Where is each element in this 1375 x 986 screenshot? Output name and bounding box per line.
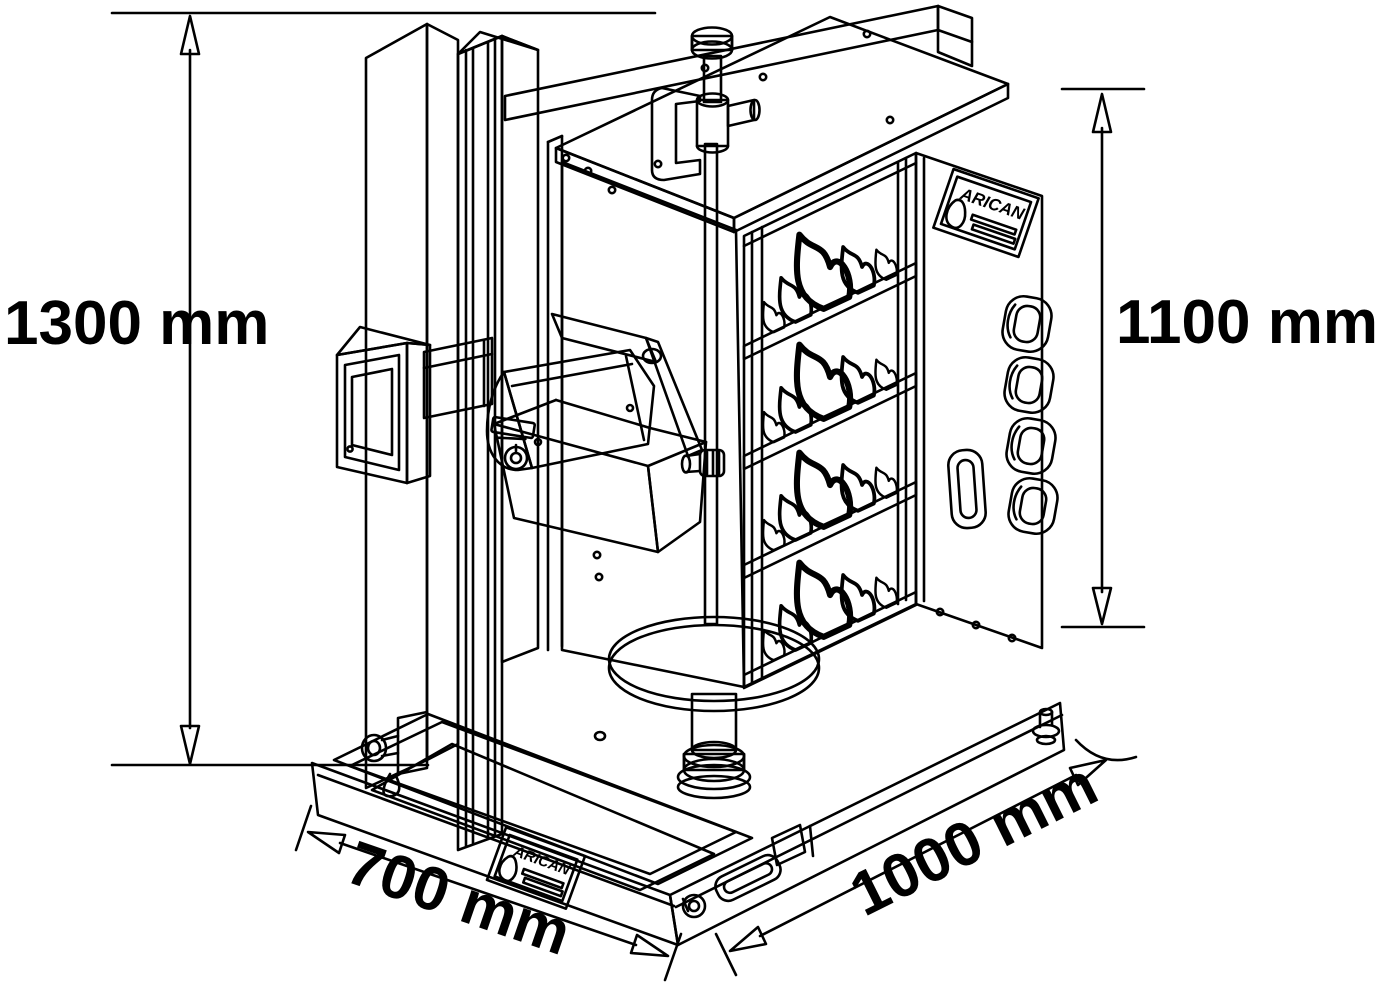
skewer-rod (703, 142, 719, 626)
dimension-width-1000: 1000 mm (714, 738, 1138, 977)
grill-tower: ARICAN (554, 15, 1062, 690)
side-handle (947, 448, 987, 530)
control-knob-4 (1004, 474, 1062, 538)
latch-bracket (770, 823, 807, 867)
left-mast (360, 22, 460, 798)
dimension-height-1100: 1100 mm (1060, 87, 1375, 629)
skewer-top-cap (690, 26, 734, 104)
gas-valve-knob (681, 893, 707, 919)
pedestal (676, 692, 752, 800)
rotating-plate (607, 615, 821, 713)
skewer-clamp (650, 86, 702, 182)
cradle-front (492, 422, 660, 554)
display-screen (350, 367, 394, 457)
burner-face (735, 151, 918, 690)
chef-logo-front (498, 854, 518, 883)
dimension-height-1300: 1300 mm (4, 11, 657, 767)
tower-side-panel: ARICAN (914, 151, 1062, 650)
dimension-label-1100: 1100 mm (1116, 288, 1375, 357)
control-knob-3 (1002, 414, 1060, 478)
top-cross-beam (503, 4, 974, 122)
control-panel-box (335, 325, 432, 485)
motor-label (490, 415, 537, 441)
chef-logo (945, 198, 967, 230)
cradle-side (646, 440, 708, 554)
motor-unit (422, 312, 726, 554)
height-adjust-knob (680, 448, 726, 478)
control-knob-1 (998, 292, 1056, 356)
brand-plate-side: ARICAN (932, 167, 1040, 259)
dimension-label-1300: 1300 mm (4, 289, 269, 358)
tower-rear-frame (546, 134, 564, 652)
motor-mount-arm (422, 336, 494, 420)
leveling-foot (1031, 707, 1061, 746)
motor-switch-knob (503, 443, 529, 471)
control-knob-2 (1000, 353, 1058, 417)
dimension-label-1000: 1000 mm (840, 750, 1108, 930)
skewer-collar (695, 92, 761, 154)
base-front-right-face (668, 701, 1066, 947)
